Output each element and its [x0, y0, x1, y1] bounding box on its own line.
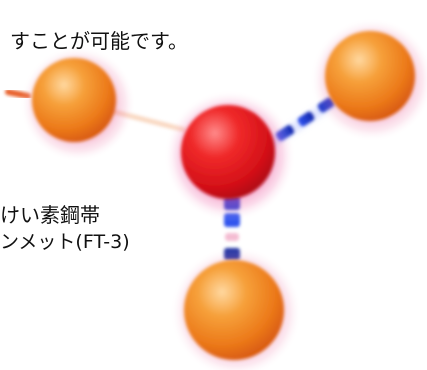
central-atom	[164, 90, 296, 222]
outer-atom-bottom	[170, 246, 302, 370]
caption-middle-line1: けい素鋼帯	[0, 203, 100, 227]
caption-top: すことが可能です。	[10, 29, 188, 53]
outer-atom-upper-right	[310, 18, 427, 142]
caption-middle-line2: ンメット(FT-3)	[0, 231, 130, 253]
outer-atom-left	[20, 46, 136, 162]
